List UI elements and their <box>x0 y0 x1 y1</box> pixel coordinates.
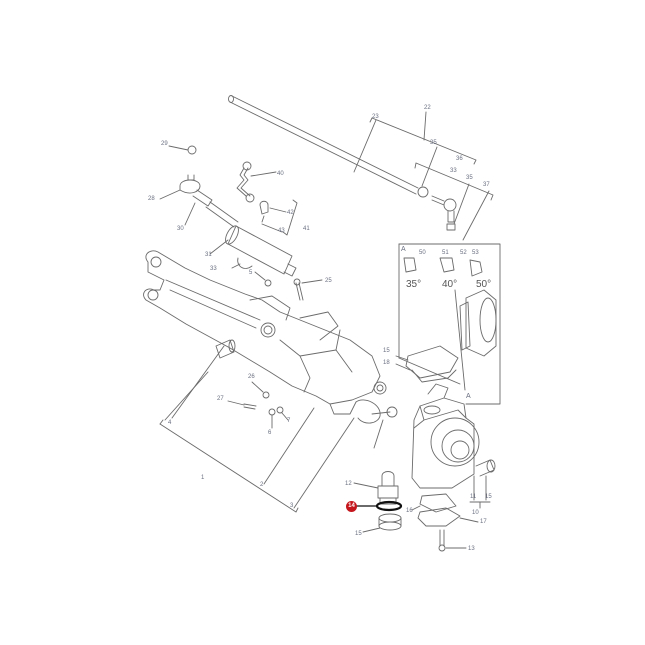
knuckle-housing-icon <box>411 383 496 509</box>
callout-6: 6 <box>268 430 272 436</box>
highlighted-part-badge[interactable]: 14 <box>346 501 357 512</box>
inset-part-51: 51 <box>442 250 449 256</box>
callout-12: 12 <box>345 481 352 487</box>
callout-4: 4 <box>168 420 172 426</box>
angle-35: 35° <box>406 279 422 290</box>
callout-31: 31 <box>205 252 212 258</box>
callout-33: 33 <box>210 266 217 272</box>
callout-15-plate: 15 <box>383 348 390 354</box>
callout-10: 10 <box>472 510 479 516</box>
inset-label-a: A <box>401 246 406 253</box>
callout-2: 2 <box>260 482 264 488</box>
callout-37: 37 <box>483 182 490 188</box>
callout-36: 36 <box>456 156 463 162</box>
callout-42: 42 <box>287 210 294 216</box>
callout-23: 23 <box>372 114 379 120</box>
callout-33-right: 33 <box>450 168 457 174</box>
callout-15-bush: 15 <box>485 494 492 500</box>
inset-part-52: 52 <box>460 250 467 256</box>
callout-27: 27 <box>217 396 224 402</box>
callout-11: 11 <box>470 494 477 500</box>
callout-16: 16 <box>406 508 413 514</box>
angle-50: 50° <box>476 279 492 290</box>
callout-5: 5 <box>249 270 253 276</box>
callout-22: 22 <box>424 105 431 111</box>
callout-25: 25 <box>325 278 332 284</box>
callout-40: 40 <box>277 171 284 177</box>
inset-part-53: 53 <box>472 250 479 256</box>
callout-15-bearing: 15 <box>355 531 362 537</box>
callout-13: 13 <box>468 546 475 552</box>
inset-box <box>398 243 501 405</box>
callout-7: 7 <box>287 418 291 424</box>
callout-35-right: 35 <box>466 175 473 181</box>
lower-plate-icon <box>417 507 461 527</box>
bearing-icon <box>378 513 402 531</box>
callout-26: 26 <box>248 374 255 380</box>
callout-1: 1 <box>201 475 205 481</box>
inset-part-50: 50 <box>419 250 426 256</box>
angle-40: 40° <box>442 279 458 290</box>
callout-35: 35 <box>430 140 437 146</box>
tie-rod-icon <box>228 95 457 231</box>
axle-beam-icon <box>143 250 398 449</box>
callout-41: 41 <box>303 226 310 232</box>
callout-28: 28 <box>148 196 155 202</box>
callout-18: 18 <box>383 360 390 366</box>
shim-icon <box>419 493 457 513</box>
steering-cylinder-icon <box>209 225 323 301</box>
top-plate-icon <box>405 345 459 379</box>
hydraulic-pipe-icon <box>236 161 298 236</box>
callout-43: 43 <box>278 228 285 234</box>
ball-joint-icon <box>159 145 239 228</box>
o-ring-icon <box>375 500 403 512</box>
king-pin-icon <box>353 471 399 505</box>
callout-3: 3 <box>290 503 294 509</box>
section-marker-a: A <box>466 393 471 400</box>
callout-29: 29 <box>161 141 168 147</box>
callout-30: 30 <box>177 226 184 232</box>
callout-17: 17 <box>480 519 487 525</box>
